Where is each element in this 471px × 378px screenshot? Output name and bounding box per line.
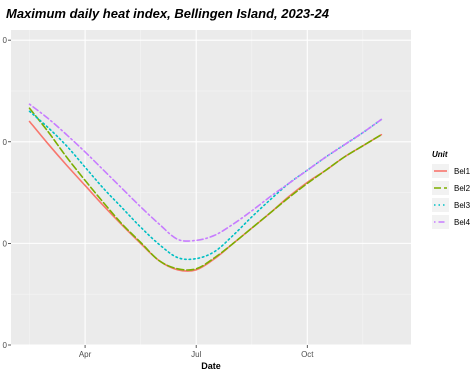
legend-label-bel1: Bel1 — [454, 167, 471, 176]
legend-label-bel3: Bel3 — [454, 201, 471, 210]
y-tick-label: 0 — [3, 138, 8, 147]
axis-layer: Apr Jul Oct 0 0 0 0 — [3, 36, 315, 359]
y-tick-label: 0 — [3, 239, 8, 248]
x-tick-label: Jul — [191, 350, 201, 359]
x-axis-title: Date — [201, 361, 221, 371]
x-tick-label: Apr — [79, 350, 92, 359]
series-layer — [28, 103, 383, 272]
legend-label-bel2: Bel2 — [454, 184, 471, 193]
y-tick-label: 0 — [3, 341, 8, 350]
x-tick-label: Oct — [301, 350, 314, 359]
y-tick-label: 0 — [3, 36, 8, 45]
grid-lines — [11, 30, 411, 346]
legend-title: Unit — [432, 150, 448, 159]
series-line-bel4 — [28, 103, 383, 242]
chart-title: Maximum daily heat index, Bellingen Isla… — [6, 6, 329, 21]
plot-panel — [11, 30, 411, 345]
legend-key-box — [432, 198, 449, 212]
legend-label-bel4: Bel4 — [454, 218, 471, 227]
series-line-bel2 — [28, 107, 383, 271]
